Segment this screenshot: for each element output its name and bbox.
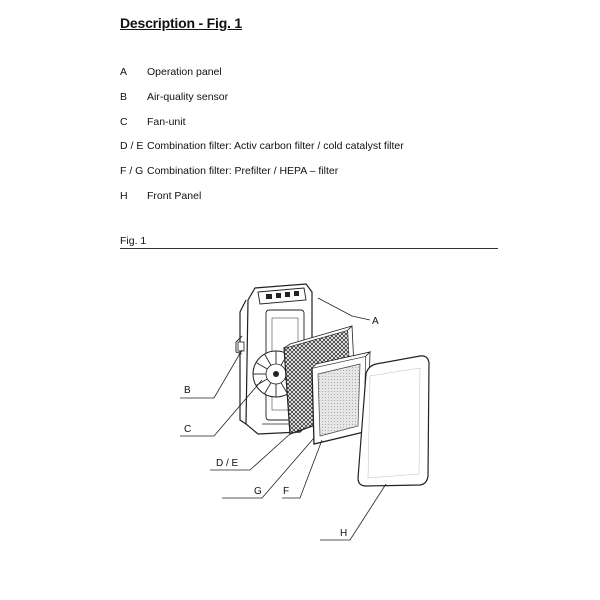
operation-panel [257, 287, 307, 305]
figure-divider [120, 248, 498, 249]
front-panel [357, 355, 430, 487]
parts-legend: A Operation panel B Air-quality sensor C… [120, 60, 404, 208]
legend-text: Combination filter: Activ carbon filter … [147, 140, 404, 153]
legend-code: F / G [120, 165, 144, 178]
callout-f: F [283, 486, 289, 497]
callout-de: D / E [216, 458, 239, 469]
legend-code: H [120, 189, 128, 202]
legend-code: A [120, 66, 128, 79]
legend-item: H Front Panel [120, 183, 404, 208]
legend-text: Combination filter: Prefilter / HEPA – f… [147, 165, 339, 178]
callout-c: C [184, 424, 191, 435]
legend-item: D / E Combination filter: Activ carbon f… [120, 134, 404, 159]
callout-a: A [372, 316, 379, 327]
legend-text: Air-quality sensor [147, 91, 229, 104]
callout-g: G [254, 486, 262, 497]
air-quality-sensor [237, 341, 245, 352]
legend-text: Front Panel [147, 189, 202, 202]
legend-code: D / E [120, 140, 144, 153]
figure-label: Fig. 1 [120, 235, 147, 247]
legend-code: B [120, 91, 128, 104]
legend-code: C [120, 115, 128, 128]
callout-b: B [184, 385, 191, 396]
legend-item: C Fan-unit [120, 109, 404, 134]
legend-item: A Operation panel [120, 60, 404, 85]
legend-item: F / G Combination filter: Prefilter / HE… [120, 159, 404, 184]
page-title: Description - Fig. 1 [120, 15, 243, 31]
legend-text: Operation panel [147, 66, 222, 79]
legend-text: Fan-unit [147, 115, 186, 128]
callout-h: H [340, 528, 347, 539]
legend-item: B Air-quality sensor [120, 85, 404, 110]
leader-lines [180, 297, 387, 541]
